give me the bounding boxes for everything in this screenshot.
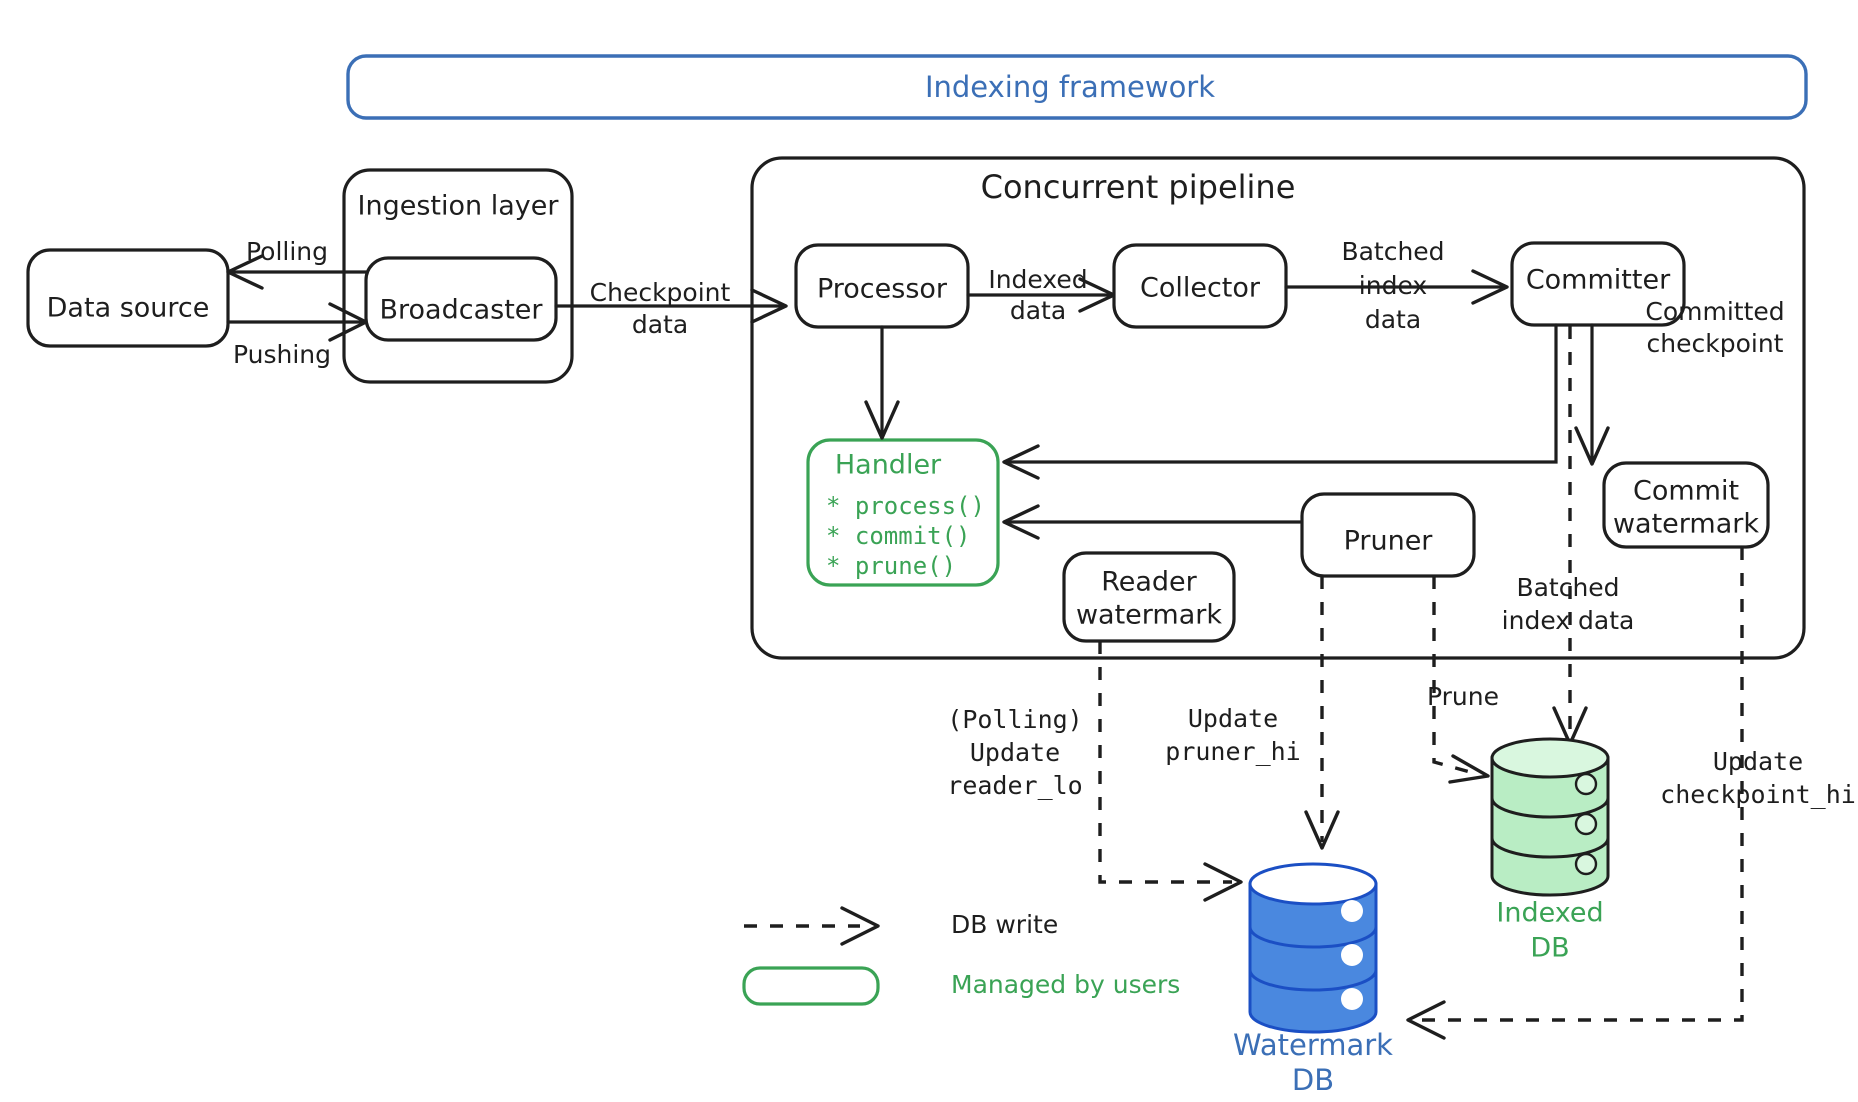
watermark-db-dot-1 — [1341, 900, 1363, 922]
edge-committer-to-indexed-db: Batched index data — [1502, 326, 1635, 746]
edge-reader-watermark-to-watermark-db: (Polling) Update reader_lo — [947, 641, 1243, 902]
edge-label-batched-index-data-bottom-2: index data — [1502, 606, 1635, 635]
handler-method-process: * process() — [826, 492, 985, 520]
edge-polling: Polling — [226, 237, 368, 290]
indexing-framework-label: Indexing framework — [925, 70, 1215, 104]
edge-label-committed-checkpoint-1: Committed — [1645, 297, 1784, 326]
edge-pruner-to-handler — [1002, 504, 1302, 540]
edge-label-batched-index-data-top-3: data — [1365, 305, 1421, 334]
reader-watermark-box[interactable] — [1062, 551, 1236, 643]
indexed-db-dot-1 — [1574, 772, 1598, 796]
legend: DB write Managed by users — [742, 906, 1180, 1006]
concurrent-pipeline-box — [750, 156, 1806, 660]
edge-pruner-to-watermark-db: Update pruner_hi — [1165, 576, 1340, 850]
edge-label-reader-lo-3: reader_lo — [947, 771, 1082, 800]
node-broadcaster[interactable]: Broadcaster — [364, 256, 558, 342]
edge-committer-to-handler — [1002, 323, 1558, 480]
handler-box[interactable] — [806, 438, 1000, 587]
reader-watermark-label-1: Reader — [1101, 567, 1197, 598]
edge-label-batched-index-data-top-1: Batched — [1341, 237, 1444, 266]
processor-label: Processor — [817, 274, 948, 305]
frame-concurrent-pipeline: Concurrent pipeline — [750, 156, 1806, 660]
edge-label-checkpoint-hi-1: Update — [1713, 747, 1803, 776]
edge-label-reader-lo-1: (Polling) — [947, 705, 1082, 734]
edge-label-reader-lo-2: Update — [970, 738, 1060, 767]
frame-ingestion-layer: Ingestion layer — [342, 168, 574, 384]
database-indexed-db[interactable]: Indexed DB — [1490, 737, 1610, 964]
indexed-db-label-1: Indexed — [1496, 898, 1603, 929]
reader-watermark-label-2: watermark — [1076, 600, 1222, 631]
broadcaster-label: Broadcaster — [380, 295, 544, 326]
commit-watermark-label-1: Commit — [1633, 476, 1739, 507]
collector-label: Collector — [1140, 273, 1261, 304]
legend-item-managed-by-users: Managed by users — [742, 966, 1180, 1006]
indexed-db-label-2: DB — [1530, 933, 1569, 964]
indexed-db-dot-3 — [1574, 852, 1598, 876]
edge-label-prune: Prune — [1427, 682, 1499, 711]
ingestion-layer-label: Ingestion layer — [358, 191, 560, 222]
pruner-label: Pruner — [1344, 526, 1434, 557]
node-handler[interactable]: Handler * process() * commit() * prune() — [806, 438, 1000, 587]
handler-method-commit: * commit() — [826, 522, 971, 550]
commit-watermark-label-2: watermark — [1613, 509, 1759, 540]
legend-label-db-write: DB write — [951, 910, 1058, 939]
edge-label-polling: Polling — [246, 237, 328, 266]
edge-label-indexed-data-1: Indexed — [988, 265, 1087, 294]
node-pruner[interactable]: Pruner — [1300, 492, 1476, 578]
edge-checkpoint-data: Checkpoint data — [554, 278, 788, 339]
committer-box[interactable] — [1510, 241, 1686, 327]
node-reader-watermark[interactable]: Reader watermark — [1062, 551, 1236, 643]
watermark-db-label-1: Watermark — [1233, 1028, 1393, 1062]
edge-label-committed-checkpoint-2: checkpoint — [1647, 329, 1784, 358]
frame-indexing-framework: Indexing framework — [346, 54, 1808, 120]
indexed-db-dot-2 — [1574, 812, 1598, 836]
edge-committed-checkpoint: Committed checkpoint — [1574, 297, 1785, 466]
pruner-box[interactable] — [1300, 492, 1476, 578]
watermark-db-label-2: DB — [1292, 1063, 1334, 1097]
handler-title: Handler — [835, 450, 942, 481]
watermark-db-dot-2 — [1341, 944, 1363, 966]
node-commit-watermark[interactable]: Commit watermark — [1602, 461, 1770, 549]
concurrent-pipeline-label: Concurrent pipeline — [981, 168, 1296, 206]
ingestion-layer-box — [342, 168, 574, 384]
legend-label-managed-by-users: Managed by users — [951, 970, 1180, 999]
node-committer[interactable]: Committer — [1510, 241, 1686, 327]
indexing-framework-box — [346, 54, 1808, 120]
edge-label-pushing: Pushing — [233, 340, 331, 369]
node-processor[interactable]: Processor — [794, 243, 970, 329]
edge-label-pruner-hi-1: Update — [1188, 704, 1278, 733]
edge-pruner-to-indexed-db: Prune — [1427, 576, 1499, 784]
data-source-label: Data source — [47, 293, 210, 324]
handler-method-prune: * prune() — [826, 552, 956, 580]
database-watermark-db[interactable]: Watermark DB — [1233, 862, 1393, 1097]
edge-label-checkpoint-data-2: data — [632, 310, 688, 339]
commit-watermark-box[interactable] — [1602, 461, 1770, 549]
watermark-db-dot-3 — [1341, 988, 1363, 1010]
broadcaster-box[interactable] — [364, 256, 558, 342]
node-collector[interactable]: Collector — [1112, 243, 1288, 329]
edge-batched-index-data-top: Batched index data — [1284, 237, 1509, 334]
edge-indexed-data: Indexed data — [966, 265, 1116, 325]
edge-label-indexed-data-2: data — [1010, 296, 1066, 325]
node-data-source[interactable]: Data source — [26, 248, 230, 348]
edge-label-batched-index-data-top-2: index — [1359, 271, 1427, 300]
edge-pushing: Pushing — [226, 302, 368, 369]
edge-commit-watermark-to-watermark-db: Update checkpoint_hi — [1406, 547, 1856, 1040]
edge-label-batched-index-data-bottom-1: Batched — [1516, 573, 1619, 602]
legend-swatch-green-box — [742, 966, 880, 1006]
edge-label-checkpoint-data-1: Checkpoint — [590, 278, 731, 307]
data-source-box[interactable] — [26, 248, 230, 348]
edge-label-checkpoint-hi-2: checkpoint_hi — [1660, 780, 1856, 809]
edge-processor-to-handler — [864, 325, 900, 440]
edge-label-pruner-hi-2: pruner_hi — [1165, 737, 1300, 766]
committer-label: Committer — [1526, 265, 1671, 296]
legend-item-db-write: DB write — [744, 906, 1058, 946]
